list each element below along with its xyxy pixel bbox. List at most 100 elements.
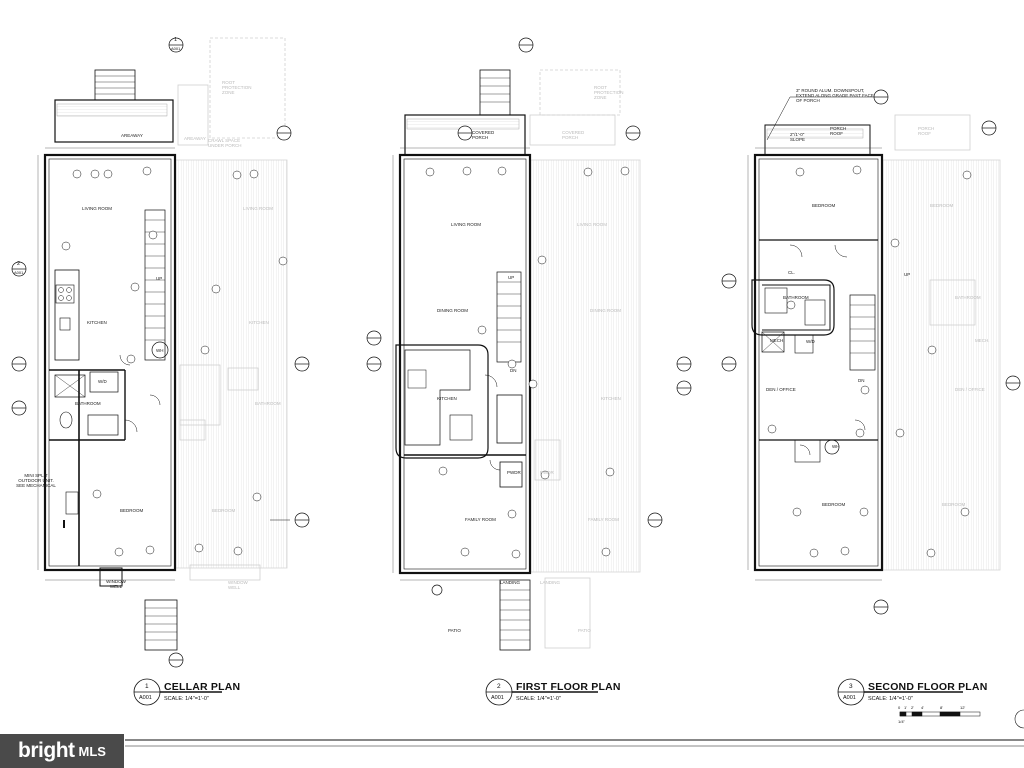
first-room-family: FAMILY ROOM: [465, 517, 496, 522]
cellar-ghost-areaway: AREAWAY: [184, 136, 206, 141]
cellar-note-window-well: WINDOW WELL: [106, 579, 126, 589]
first-room-pwdr: PWDR: [507, 470, 521, 475]
second-ghost-mech: MECH.: [975, 338, 990, 343]
scale-tick-4: 8': [940, 705, 943, 710]
cellar-room-wd: W/D: [98, 379, 107, 384]
cellar-ghost-living: LIVING ROOM: [243, 206, 274, 211]
first-room-dining: DINING ROOM: [437, 308, 468, 313]
first-floor-plan: [366, 37, 692, 706]
cellar-room-living: LIVING ROOM: [82, 206, 113, 211]
cellar-title-bubble: [133, 678, 222, 706]
section-ref-top-number: 1: [174, 37, 178, 43]
second-section-marker: [721, 89, 1021, 615]
cellar-section-marker: [11, 37, 310, 668]
cellar-tags: [61, 166, 288, 557]
second-room-closet: CL.: [788, 270, 796, 275]
first-room-porch: COVERED PORCH: [472, 130, 495, 140]
scale-tick-2: 2': [911, 705, 914, 710]
first-dimensions: [392, 147, 530, 581]
first-tags: [425, 166, 630, 559]
first-ghost-dining: DINING ROOM: [590, 308, 621, 313]
cellar-ghost-kitchen: KITCHEN: [249, 320, 269, 325]
scale-tick-3: 4': [921, 705, 924, 710]
second-room-dn: DN: [858, 378, 865, 383]
first-walls: [398, 69, 532, 651]
first-ghost-unit: [529, 69, 641, 649]
first-ghost-patio: PATIO: [578, 628, 591, 633]
second-title-bubble: [837, 678, 963, 706]
first-section-marker: [366, 37, 692, 596]
first-ghost-pwdr: PWDR: [540, 470, 554, 475]
second-bathroom-outline: [751, 279, 835, 336]
second-note-slope: 2"/1'-0" SLOPE: [790, 132, 806, 142]
second-ghost-bedroom-rear: BEDROOM: [942, 502, 966, 507]
cellar-room-bedroom: BEDROOM: [120, 508, 144, 513]
first-room-living: LIVING ROOM: [451, 222, 482, 227]
second-room-den: DEN / OFFICE: [766, 387, 796, 392]
second-ghost-porch-roof: PORCH ROOF: [918, 126, 935, 136]
first-room-landing: LANDING: [500, 580, 521, 585]
section-ref-side-number: 2: [17, 261, 21, 267]
scale-tick-1: 1': [904, 705, 907, 710]
second-walls: [753, 124, 884, 572]
cellar-plan-sheet: A001: [139, 695, 152, 701]
second-dimensions: [747, 147, 882, 581]
cellar-note-mini-split: MINI SPLIT OUTDOOR UNIT. SEE MECHANICAL: [16, 473, 56, 488]
cellar-plan: [11, 37, 310, 706]
second-doors: [789, 244, 866, 456]
second-room-up: UP: [904, 272, 911, 277]
second-room-bedroom-front: BEDROOM: [812, 203, 836, 208]
first-room-kitchen: KITCHEN: [437, 396, 457, 401]
first-title-bubble: [485, 678, 598, 706]
second-ghost-bathroom: BATHROOM: [955, 295, 981, 300]
cellar-plan-title: CELLAR PLAN: [164, 681, 241, 693]
first-kitchen-outline: [395, 344, 489, 459]
second-plan-number: 3: [849, 683, 853, 690]
second-room-bathroom: BATHROOM: [783, 295, 809, 300]
cellar-plan-number: 1: [145, 683, 149, 690]
second-floor-plan: [721, 89, 1024, 729]
first-plan-number: 2: [497, 683, 501, 690]
cellar-plan-scale: SCALE: 1/4"=1'-0": [164, 696, 209, 702]
cellar-ghost-bedroom: BEDROOM: [212, 508, 236, 513]
watermark-suffix: MLS: [78, 743, 106, 759]
cellar-room-wh: WH: [156, 348, 164, 353]
scale-bar: [899, 711, 981, 717]
cellar-ghost-bathroom: BATHROOM: [255, 401, 281, 406]
cellar-room-bathroom: BATHROOM: [75, 401, 101, 406]
scale-tick-5: 12': [960, 705, 966, 710]
bright-mls-watermark: bright MLS: [0, 734, 124, 768]
first-room-patio: PATIO: [448, 628, 461, 633]
first-ghost-living: LIVING ROOM: [577, 222, 608, 227]
first-ghost-kitchen: KITCHEN: [601, 396, 621, 401]
second-ghost-unit: [881, 114, 1001, 571]
first-plan-scale: SCALE: 1/4"=1'-0": [516, 696, 561, 702]
cellar-room-up: UP: [156, 276, 163, 281]
cellar-ghost-crawl: CRAWL SPACE UNDER PORCH: [208, 138, 242, 148]
first-room-dn: DN: [510, 368, 517, 373]
first-ghost-family: FAMILY ROOM: [588, 517, 619, 522]
second-tags: [767, 165, 972, 558]
second-note-downspout: 3" ROUND ALUM. DOWNSPOUT, EXTEND ALONG G…: [796, 88, 874, 103]
second-ghost-bedroom-front: BEDROOM: [930, 203, 954, 208]
second-plan-scale: SCALE: 1/4"=1'-0": [868, 696, 913, 702]
cellar-dimensions: [37, 147, 175, 581]
first-doors: [484, 374, 501, 471]
section-ref-side-sheet: A001: [14, 270, 24, 275]
cellar-room-areaway: AREAWAY: [121, 133, 143, 138]
cellar-areaway: [54, 69, 178, 651]
first-ghost-landing: LANDING: [540, 580, 561, 585]
first-ghost-porch: COVERED PORCH: [562, 130, 585, 140]
first-room-up: UP: [508, 275, 515, 280]
first-plan-sheet: A001: [491, 695, 504, 701]
second-plan-title: SECOND FLOOR PLAN: [868, 681, 988, 693]
second-room-porch-roof: PORCH ROOF: [830, 126, 847, 136]
cellar-ghost-window-well: WINDOW WELL: [228, 580, 248, 590]
second-room-wd: W/D: [806, 339, 815, 344]
scale-bar-label: 1/4": [898, 719, 905, 724]
second-plan-sheet: A001: [843, 695, 856, 701]
second-room-mech: MECH.: [770, 338, 785, 343]
cellar-doors: [119, 354, 161, 433]
first-plan-title: FIRST FLOOR PLAN: [516, 681, 621, 693]
